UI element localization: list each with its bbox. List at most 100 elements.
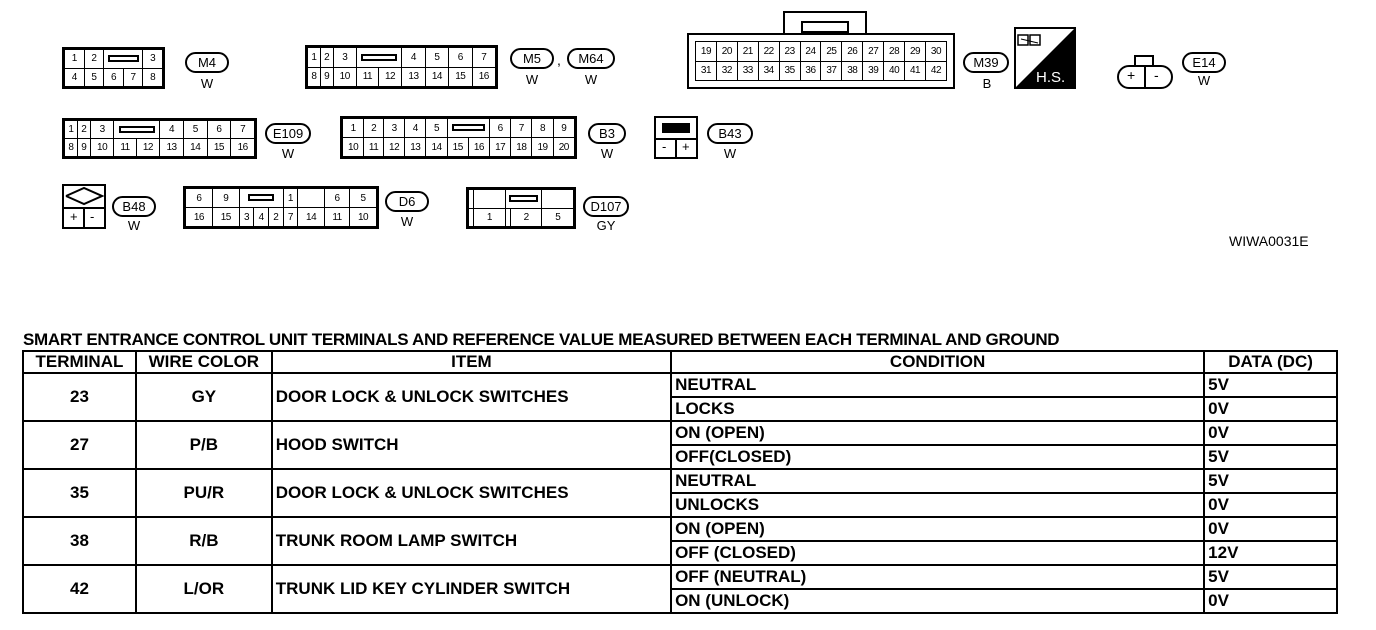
item-cell: DOOR LOCK & UNLOCK SWITCHES — [270, 468, 673, 518]
condition-cell: OFF (NEUTRAL) — [670, 564, 1206, 590]
terminal-minus: - — [662, 139, 667, 154]
wire-cell: L/OR — [134, 564, 273, 614]
pin: 1 — [64, 49, 85, 69]
pin: 7 — [471, 47, 497, 68]
lock-slot — [355, 47, 403, 68]
pin: 41 — [904, 60, 926, 81]
table-row: 27 P/B HOOD SWITCH ON (OPEN) 0V — [22, 420, 1338, 470]
header-item: ITEM — [270, 350, 673, 374]
pin: 4 — [64, 67, 85, 87]
pin: 28 — [883, 41, 906, 62]
connector-label-d6: D6 — [385, 191, 429, 212]
pin: 24 — [799, 41, 822, 62]
pin: 11 — [113, 138, 137, 157]
pin: 38 — [841, 60, 864, 81]
pin: 6 — [185, 188, 213, 208]
pin: 23 — [778, 41, 801, 62]
item-cell: HOOD SWITCH — [270, 420, 673, 470]
lock-slot — [103, 49, 144, 69]
pin: 5 — [541, 207, 574, 227]
data-cell: 5V — [1203, 444, 1338, 470]
connector-m39: 19 20 21 22 23 24 25 26 27 28 29 30 31 3… — [687, 33, 955, 89]
pin: 1 — [64, 120, 78, 139]
reference-table: TERMINAL WIRE COLOR ITEM CONDITION DATA … — [22, 350, 1338, 614]
lock-slot — [504, 189, 543, 209]
pin: 32 — [715, 60, 738, 81]
lock-slot — [113, 120, 161, 139]
connector-label-m5: M5 — [510, 48, 554, 69]
connector-m5: 1 2 3 4 5 6 7 8 9 10 11 12 13 14 15 16 — [305, 45, 498, 89]
pin: 5 — [83, 67, 105, 87]
connector-key-icon — [65, 186, 104, 206]
pin: 2 — [319, 47, 334, 68]
terminal-minus: - — [90, 209, 95, 224]
pin: 39 — [862, 60, 885, 81]
pin: 16 — [230, 138, 255, 157]
pin: 1 — [473, 207, 506, 227]
pin: 33 — [736, 60, 759, 81]
pin: 2 — [76, 120, 91, 139]
pin: 7 — [230, 120, 255, 139]
pin — [504, 207, 511, 227]
pin: 14 — [182, 138, 208, 157]
harness-side-text: H.S. — [1036, 69, 1066, 86]
pin: 6 — [448, 47, 473, 68]
wire-color-b3: W — [600, 146, 614, 161]
pin: 9 — [552, 118, 576, 138]
pin: 4 — [404, 118, 427, 138]
harness-side-badge: H.S. — [1014, 27, 1076, 89]
pin: 7 — [282, 207, 299, 227]
wire-color-e109: W — [281, 146, 295, 161]
pin: 3 — [142, 49, 163, 69]
connector-e14: + - — [1117, 55, 1173, 89]
pin: 4 — [253, 207, 269, 227]
pin: 15 — [446, 137, 469, 157]
pin: 10 — [349, 207, 377, 227]
pin: 15 — [211, 207, 240, 227]
pin: 7 — [122, 67, 144, 87]
data-cell: 5V — [1203, 468, 1338, 494]
pin: 3 — [332, 47, 357, 68]
table-subrow: UNLOCKS 0V — [23, 492, 1338, 518]
pin: 30 — [924, 41, 948, 62]
pin: 5 — [349, 188, 377, 208]
pin: 6 — [103, 67, 124, 87]
pin: 8 — [531, 118, 554, 138]
pin: 13 — [401, 66, 426, 87]
pin: 14 — [425, 137, 448, 157]
pin: 11 — [324, 207, 351, 227]
pin: 6 — [489, 118, 512, 138]
pin: 13 — [404, 137, 427, 157]
wire-color-m5: W — [525, 72, 539, 87]
pin — [541, 189, 574, 209]
terminal-cell: 35 — [22, 468, 137, 518]
pin — [473, 189, 506, 209]
condition-cell: NEUTRAL — [670, 468, 1206, 494]
connector-label-m4: M4 — [185, 52, 229, 73]
pin: 35 — [778, 60, 801, 81]
data-cell: 0V — [1203, 492, 1338, 518]
pin: 4 — [401, 47, 426, 68]
pin: 15 — [448, 66, 473, 87]
pin: 12 — [383, 137, 406, 157]
wire-color-e14: W — [1197, 73, 1211, 88]
pin: 13 — [159, 138, 184, 157]
wire-color-m64: W — [584, 72, 598, 87]
data-cell: 5V — [1203, 564, 1338, 590]
connector-b43: - + — [654, 116, 698, 159]
connector-b3: 1 2 3 4 5 6 7 8 9 10 11 12 13 14 15 16 1… — [340, 116, 577, 159]
pin — [467, 189, 475, 209]
table-title: SMART ENTRANCE CONTROL UNIT TERMINALS AN… — [23, 330, 1060, 349]
pin: 5 — [182, 120, 208, 139]
data-cell: 12V — [1203, 540, 1338, 566]
data-cell: 0V — [1203, 516, 1338, 542]
condition-cell: ON (UNLOCK) — [670, 588, 1206, 614]
wire-color-b48: W — [127, 218, 141, 233]
connector-label-d107: D107 — [583, 196, 629, 217]
wire-color-m39: B — [982, 76, 992, 91]
connector-label-e109: E109 — [265, 123, 311, 144]
connector-d107: 1 2 5 — [466, 187, 576, 229]
pin: 20 — [715, 41, 738, 62]
pin: 2 — [509, 207, 543, 227]
condition-cell: NEUTRAL — [670, 372, 1206, 398]
